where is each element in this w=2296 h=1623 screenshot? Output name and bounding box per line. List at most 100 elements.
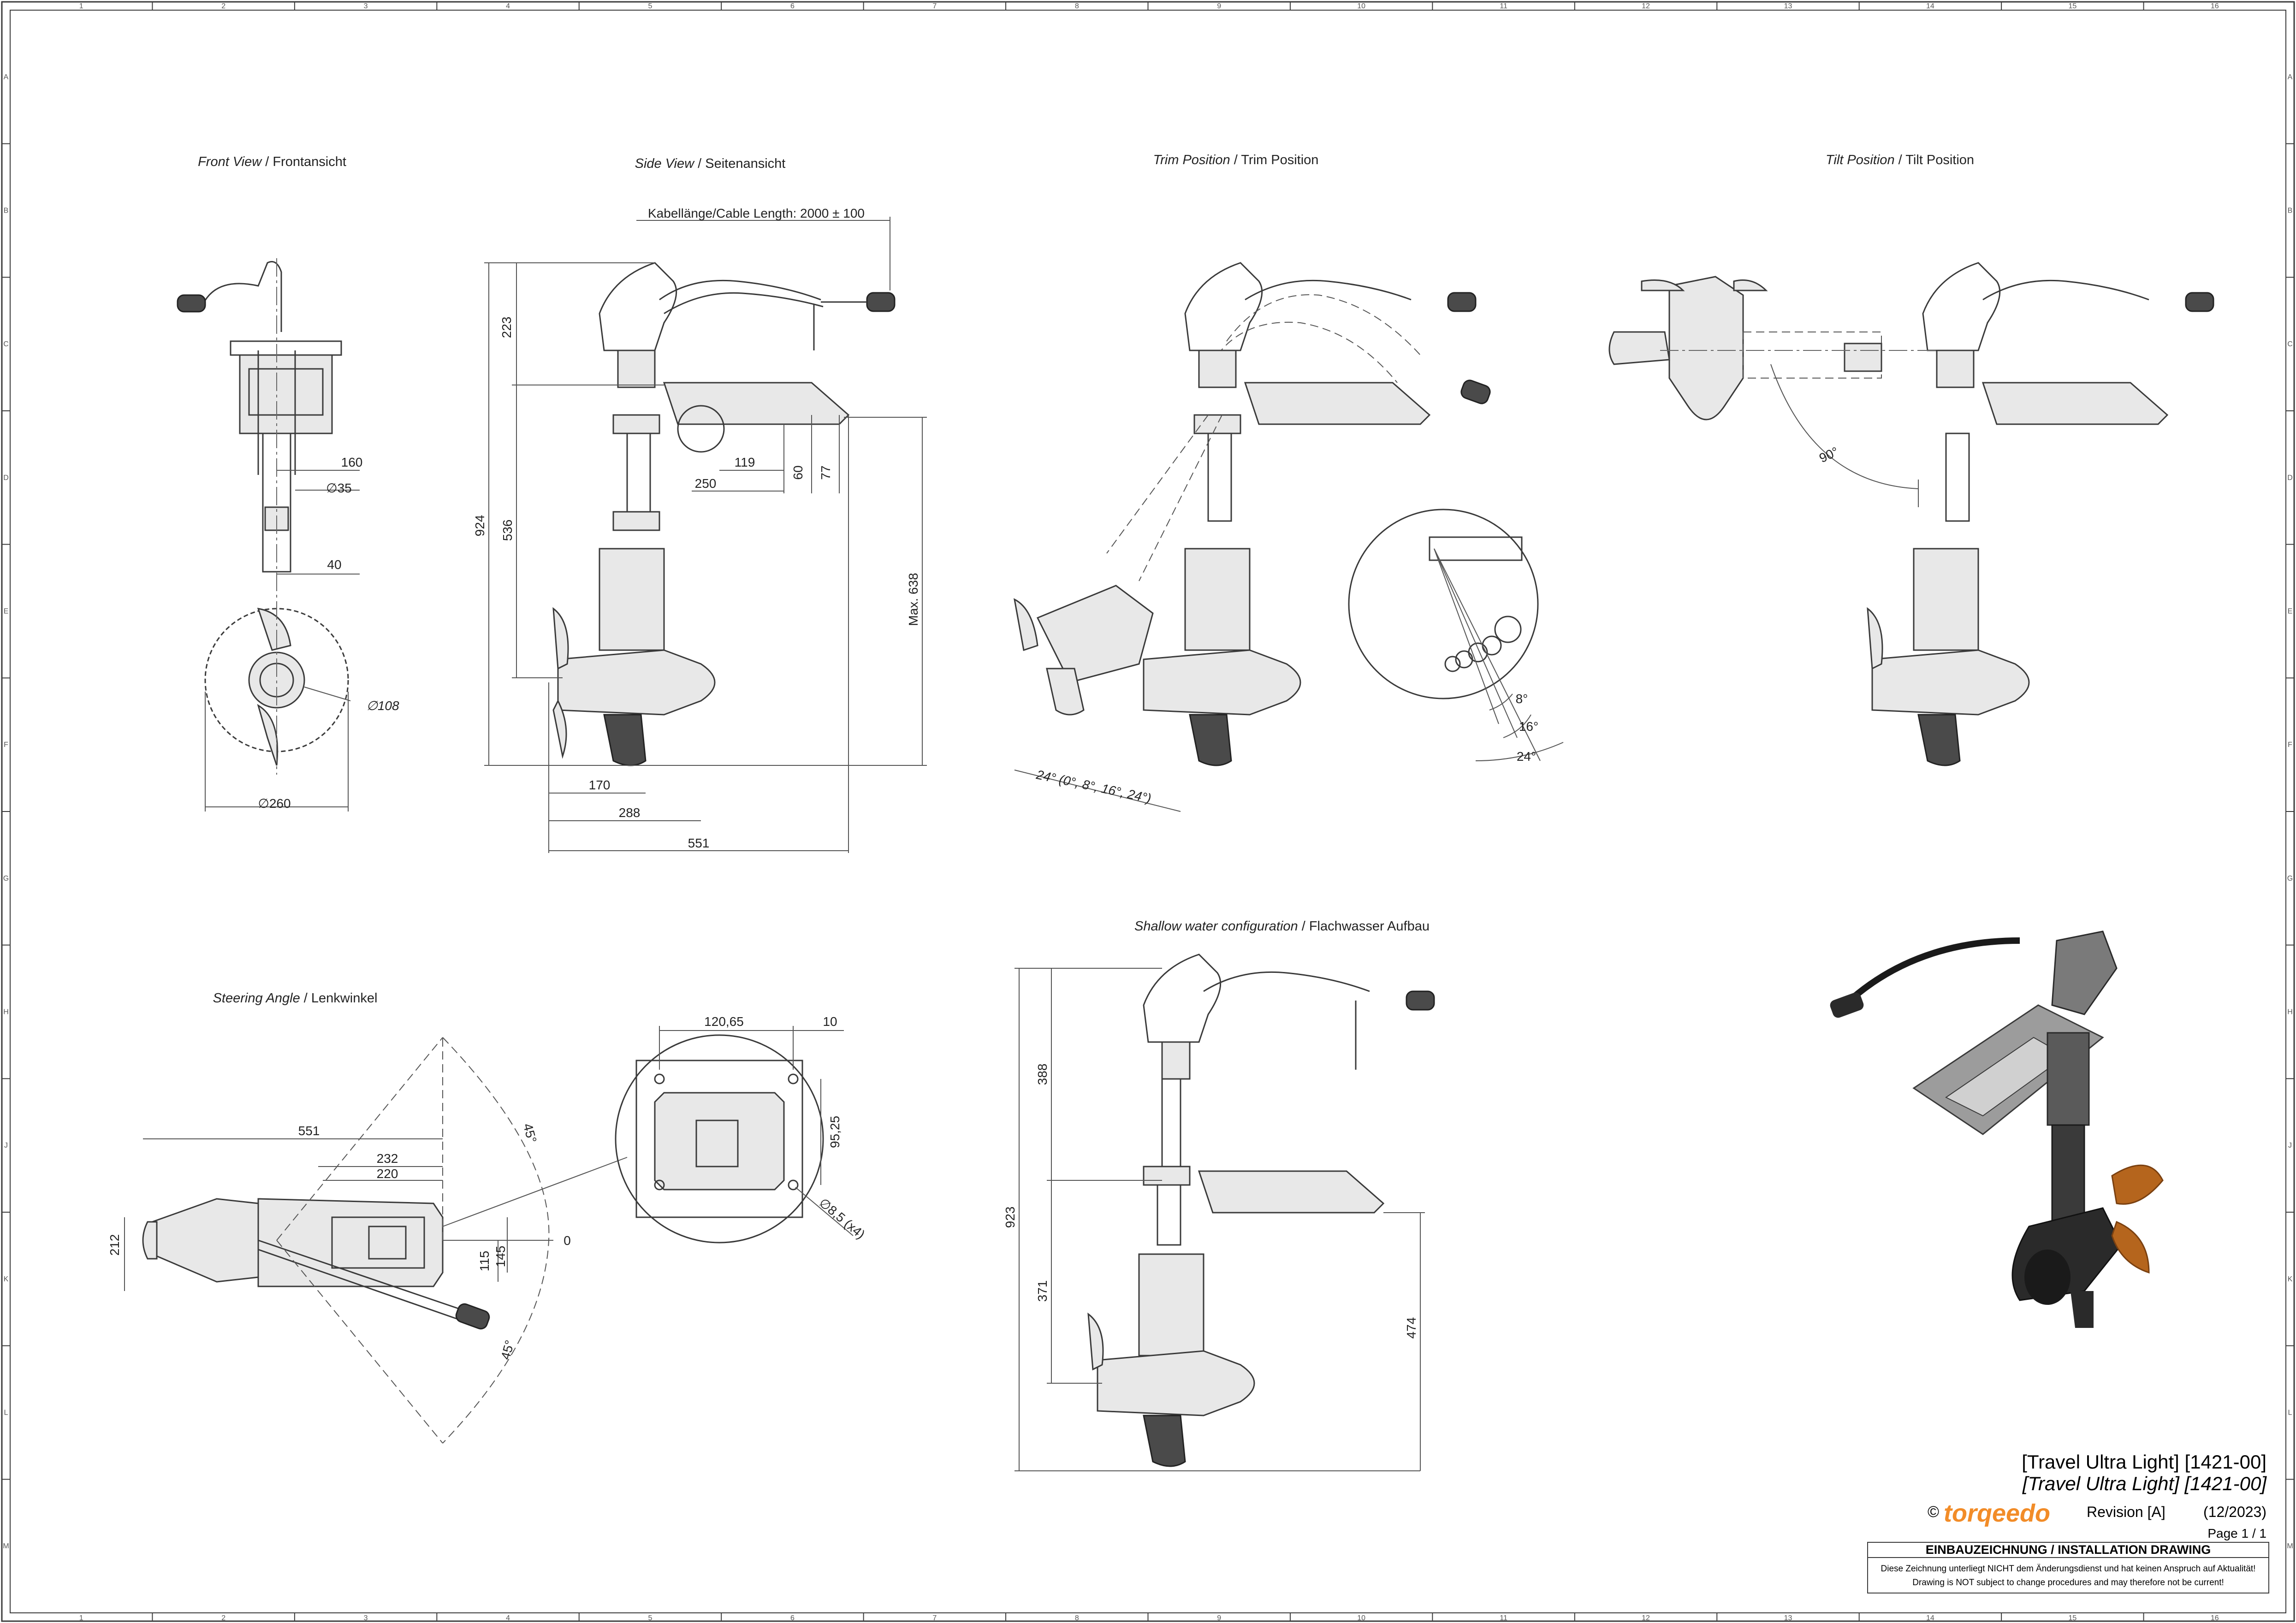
- trim-angle-8: 8°: [1516, 692, 1528, 706]
- front-dim-40: 40: [327, 557, 341, 572]
- column-marker: 16: [2211, 1614, 2219, 1622]
- copyright-symbol: ©: [1928, 1503, 1939, 1521]
- revision-date: (12/2023): [2203, 1504, 2266, 1520]
- tilt-position-drawing: [1608, 262, 2214, 766]
- column-marker: 9: [1217, 2, 1221, 10]
- side-dim-119: 119: [735, 455, 755, 469]
- note-english: Drawing is NOT subject to change procedu…: [1912, 1578, 2224, 1587]
- row-marker: G: [3, 875, 9, 883]
- trim-angle-16: 16°: [1519, 719, 1538, 734]
- trim-position-drawing: [1013, 262, 1564, 812]
- column-marker: 10: [1357, 2, 1365, 10]
- tilt-position-title: Tilt Position / Tilt Position: [1826, 153, 1974, 167]
- column-zone-markers: 1122334455667788991010111112121313141415…: [79, 2, 2219, 1622]
- front-dim-160: 160: [341, 455, 363, 469]
- row-marker: M: [3, 1542, 9, 1550]
- column-marker: 14: [1926, 1614, 1934, 1622]
- shallow-dim-371: 371: [1035, 1280, 1050, 1302]
- page-number: Page 1 / 1: [2207, 1526, 2266, 1540]
- column-marker: 9: [1217, 1614, 1221, 1622]
- trim-angle-24: 24°: [1517, 749, 1536, 764]
- row-marker: E: [4, 608, 9, 616]
- column-marker: 6: [790, 2, 795, 10]
- shallow-water-drawing: [1015, 954, 1435, 1471]
- column-marker: 12: [1642, 1614, 1650, 1622]
- steering-angle-title: Steering Angle / Lenkwinkel: [213, 991, 378, 1006]
- revision-label: Revision [A]: [2087, 1504, 2165, 1520]
- side-dim-223: 223: [499, 317, 514, 338]
- column-marker: 8: [1075, 1614, 1079, 1622]
- row-marker: C: [3, 340, 9, 348]
- detail-dim-120-65: 120,65: [704, 1014, 744, 1029]
- steer-dim-232: 232: [377, 1151, 398, 1166]
- row-marker: J: [2288, 1142, 2292, 1149]
- shallow-dim-388: 388: [1035, 1064, 1050, 1085]
- trim-position-title: Trim Position / Trim Position: [1153, 153, 1319, 167]
- row-marker: C: [2287, 340, 2293, 348]
- side-view-title: Side View / Seitenansicht: [635, 156, 786, 171]
- title-product: [Travel Ultra Light] [1421-00]: [2022, 1451, 2266, 1473]
- row-marker: H: [2287, 1008, 2293, 1016]
- cable-length-label: Kabellänge/Cable Length: 2000 ± 100: [648, 206, 865, 220]
- row-marker: H: [3, 1008, 9, 1016]
- column-marker: 14: [1926, 2, 1934, 10]
- side-dim-924: 924: [473, 515, 487, 537]
- torqeedo-logo: torqeedo: [1944, 1499, 2050, 1527]
- row-marker: E: [2288, 608, 2293, 616]
- front-dim-35: ∅35: [326, 481, 352, 495]
- column-marker: 5: [648, 1614, 653, 1622]
- title-block: [1867, 1542, 2269, 1593]
- column-marker: 4: [506, 2, 510, 10]
- column-marker: 13: [1784, 1614, 1792, 1622]
- side-dim-250: 250: [695, 476, 717, 491]
- row-marker: M: [2287, 1542, 2293, 1550]
- detail-dim-95-25: 95,25: [828, 1116, 842, 1148]
- column-marker: 10: [1357, 1614, 1365, 1622]
- steering-angle-drawing: [124, 1037, 628, 1444]
- column-marker: 5: [648, 2, 653, 10]
- row-marker: J: [4, 1142, 8, 1149]
- row-marker: F: [4, 741, 8, 749]
- side-dim-170: 170: [589, 778, 611, 792]
- column-marker: 12: [1642, 2, 1650, 10]
- front-view-title: Front View / Frontansicht: [198, 154, 346, 169]
- side-dim-536: 536: [500, 520, 515, 541]
- steer-angle-45-top: 45°: [521, 1122, 540, 1144]
- side-dim-551: 551: [688, 836, 710, 850]
- steer-dim-145: 145: [493, 1246, 508, 1268]
- front-dim-108: ∅108: [366, 699, 399, 713]
- steer-dim-212: 212: [107, 1234, 122, 1256]
- steer-angle-45-bottom: 45°: [498, 1339, 517, 1361]
- note-german: Diese Zeichnung unterliegt NICHT dem Änd…: [1881, 1564, 2256, 1574]
- column-marker: 11: [1500, 2, 1507, 10]
- detail-dim-10: 10: [823, 1014, 837, 1029]
- front-view-drawing: [177, 258, 360, 812]
- shallow-dim-923: 923: [1003, 1207, 1017, 1228]
- steer-dim-zero: 0: [564, 1233, 571, 1248]
- steer-dim-115: 115: [477, 1251, 492, 1272]
- steer-dim-220: 220: [377, 1167, 398, 1181]
- column-marker: 16: [2211, 2, 2219, 10]
- side-dim-max638: Max. 638: [906, 573, 920, 626]
- row-marker: A: [2288, 73, 2293, 81]
- side-view-drawing: [484, 217, 927, 853]
- column-marker: 2: [221, 2, 225, 10]
- column-marker: 15: [2068, 2, 2076, 10]
- column-marker: 11: [1500, 1614, 1507, 1622]
- detail-dim-8-5: ∅8,5 (x4): [816, 1195, 867, 1241]
- column-marker: 3: [364, 2, 368, 10]
- row-marker: K: [4, 1275, 9, 1283]
- column-marker: 8: [1075, 2, 1079, 10]
- front-dim-260: ∅260: [258, 796, 291, 811]
- column-marker: 3: [364, 1614, 368, 1622]
- shallow-dim-474: 474: [1404, 1317, 1418, 1339]
- row-marker: B: [4, 207, 9, 215]
- steer-dim-551: 551: [298, 1124, 320, 1138]
- column-marker: 15: [2068, 1614, 2076, 1622]
- row-marker: L: [2288, 1409, 2292, 1417]
- row-marker: L: [4, 1409, 8, 1417]
- column-marker: 7: [932, 2, 937, 10]
- drawing-type: EINBAUZEICHNUNG / INSTALLATION DRAWING: [1926, 1543, 2211, 1557]
